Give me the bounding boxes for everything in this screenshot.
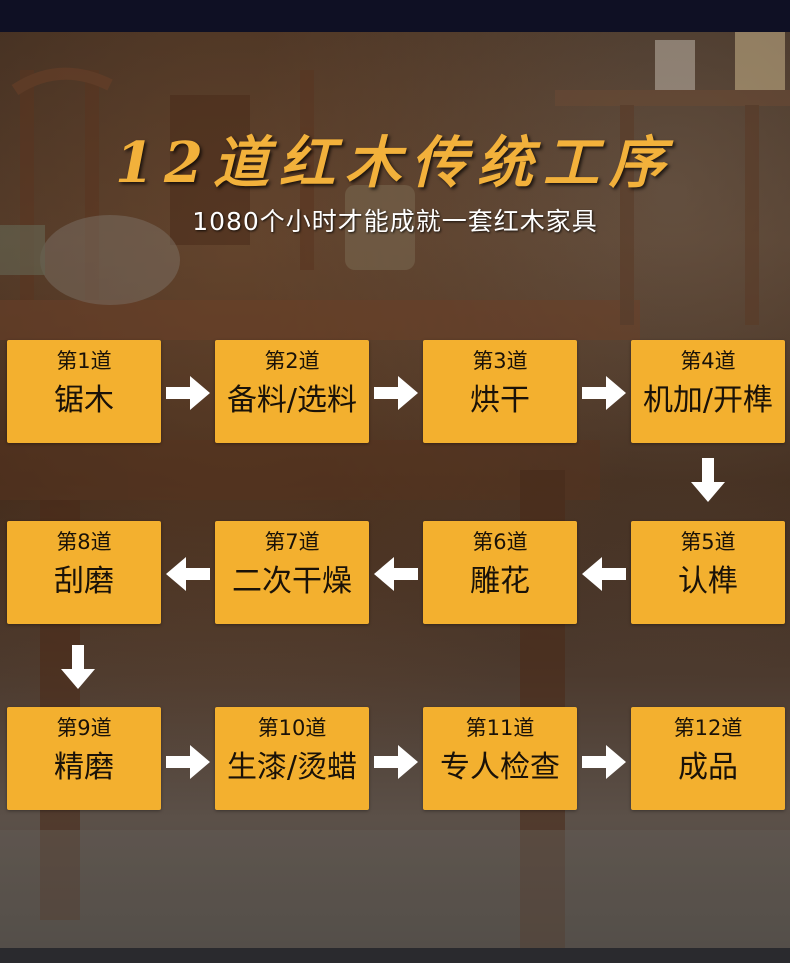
step-card-9: 第9道 精磨 bbox=[7, 707, 161, 810]
step-number: 第6道 bbox=[472, 530, 528, 554]
step-card-3: 第3道 烘干 bbox=[423, 340, 577, 443]
step-name: 备料/选料 bbox=[226, 383, 358, 418]
step-name: 专人检查 bbox=[440, 750, 560, 785]
step-card-12: 第12道 成品 bbox=[631, 707, 785, 810]
step-card-6: 第6道 雕花 bbox=[423, 521, 577, 624]
arrow-down-icon bbox=[691, 458, 725, 502]
arrow-left-icon bbox=[166, 557, 210, 591]
step-number: 第12道 bbox=[673, 716, 743, 740]
arrow-right-icon bbox=[582, 376, 626, 410]
step-name: 精磨 bbox=[54, 750, 114, 785]
step-number: 第5道 bbox=[680, 530, 736, 554]
step-name: 刮磨 bbox=[54, 564, 114, 599]
arrow-down-icon bbox=[61, 645, 95, 689]
arrow-right-icon bbox=[166, 745, 210, 779]
arrow-right-icon bbox=[582, 745, 626, 779]
step-name: 烘干 bbox=[470, 383, 530, 418]
step-name: 二次干燥 bbox=[232, 564, 352, 599]
step-card-8: 第8道 刮磨 bbox=[7, 521, 161, 624]
step-card-1: 第1道 锯木 bbox=[7, 340, 161, 443]
step-number: 第7道 bbox=[264, 530, 320, 554]
arrow-right-icon bbox=[166, 376, 210, 410]
top-bar bbox=[0, 0, 790, 32]
step-number: 第8道 bbox=[56, 530, 112, 554]
arrow-right-icon bbox=[374, 745, 418, 779]
step-number: 第11道 bbox=[465, 716, 535, 740]
step-number: 第10道 bbox=[257, 716, 327, 740]
step-name: 雕花 bbox=[470, 564, 530, 599]
step-name: 生漆/烫蜡 bbox=[226, 750, 358, 785]
step-card-10: 第10道 生漆/烫蜡 bbox=[215, 707, 369, 810]
step-card-2: 第2道 备料/选料 bbox=[215, 340, 369, 443]
arrow-right-icon bbox=[374, 376, 418, 410]
page-subtitle: 1080个小时才能成就一套红木家具 bbox=[192, 207, 598, 236]
step-number: 第9道 bbox=[56, 716, 112, 740]
page-title: 12道红木传统工序 bbox=[115, 130, 675, 196]
step-number: 第2道 bbox=[264, 349, 320, 373]
step-number: 第1道 bbox=[56, 349, 112, 373]
arrow-left-icon bbox=[374, 557, 418, 591]
step-number: 第3道 bbox=[472, 349, 528, 373]
step-name: 锯木 bbox=[54, 383, 114, 418]
step-card-7: 第7道 二次干燥 bbox=[215, 521, 369, 624]
arrow-left-icon bbox=[582, 557, 626, 591]
step-name: 成品 bbox=[678, 750, 738, 785]
step-name: 机加/开榫 bbox=[642, 383, 774, 418]
bottom-bar bbox=[0, 948, 790, 963]
step-card-4: 第4道 机加/开榫 bbox=[631, 340, 785, 443]
step-number: 第4道 bbox=[680, 349, 736, 373]
step-card-5: 第5道 认榫 bbox=[631, 521, 785, 624]
step-name: 认榫 bbox=[678, 564, 738, 599]
step-card-11: 第11道 专人检查 bbox=[423, 707, 577, 810]
